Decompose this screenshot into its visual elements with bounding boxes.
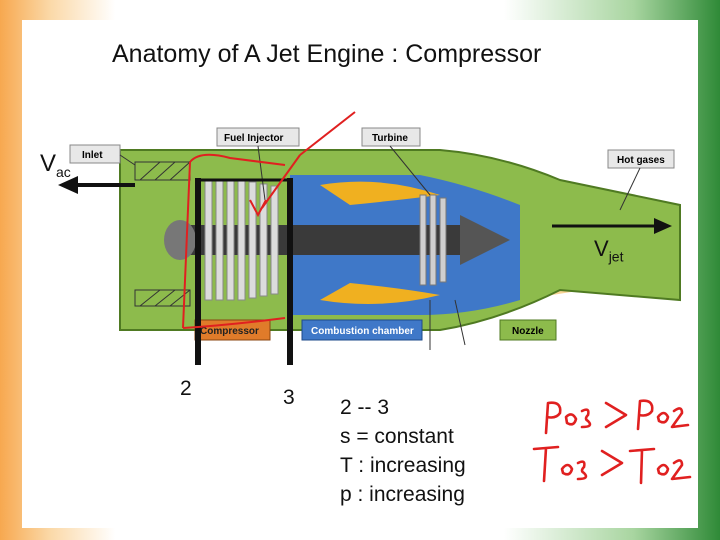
nose-cone [460, 215, 510, 265]
hw-p-03 [544, 401, 562, 435]
vjet-arrow-head [654, 218, 672, 234]
label-fuel-injector: Fuel Injector [216, 127, 300, 147]
vac-arrow-head [58, 176, 78, 194]
svg-text:Inlet: Inlet [82, 150, 103, 161]
red-annotations [182, 111, 356, 329]
flame-upper [320, 181, 440, 205]
hw-gt-1 [604, 401, 628, 429]
label-inlet: Inlet [69, 144, 121, 164]
label-nozzle: Nozzle [499, 319, 557, 341]
label-hot-gases: Hot gases [607, 149, 675, 169]
hw-gt-2 [600, 449, 624, 477]
inlet-spinner [164, 220, 196, 260]
svg-text:Compressor: Compressor [200, 326, 259, 337]
svg-text:Hot gases: Hot gases [617, 155, 665, 166]
slide-title: Anatomy of A Jet Engine : Compressor [112, 40, 542, 68]
turbine-blades [419, 194, 447, 286]
process-notes: 2 -- 3 s = constant T : increasing p : i… [340, 393, 466, 509]
velocity-inlet-label: Vac [40, 150, 71, 180]
svg-text:Turbine: Turbine [372, 133, 408, 144]
note-temperature: T : increasing [340, 454, 466, 477]
compressor-blades [204, 179, 279, 301]
hw-t-02 [628, 447, 656, 485]
svg-text:Combustion chamber: Combustion chamber [311, 326, 414, 337]
note-pressure: p : increasing [340, 483, 465, 506]
hw-t-03 [532, 445, 560, 483]
station-2-label: 2 [180, 377, 192, 400]
label-turbine: Turbine [361, 127, 421, 147]
leader-lines [119, 145, 641, 350]
flame-lower [320, 283, 440, 304]
hw-p-02 [636, 399, 654, 431]
label-combustion-chamber: Combustion chamber [301, 319, 423, 341]
station-3-label: 3 [283, 386, 295, 409]
svg-text:Nozzle: Nozzle [512, 326, 544, 337]
svg-text:Fuel Injector: Fuel Injector [224, 133, 284, 144]
handwritten-inequalities [532, 399, 692, 485]
note-process: 2 -- 3 [340, 396, 390, 419]
velocity-jet-label: Vjet [594, 236, 624, 265]
note-entropy: s = constant [340, 425, 454, 448]
